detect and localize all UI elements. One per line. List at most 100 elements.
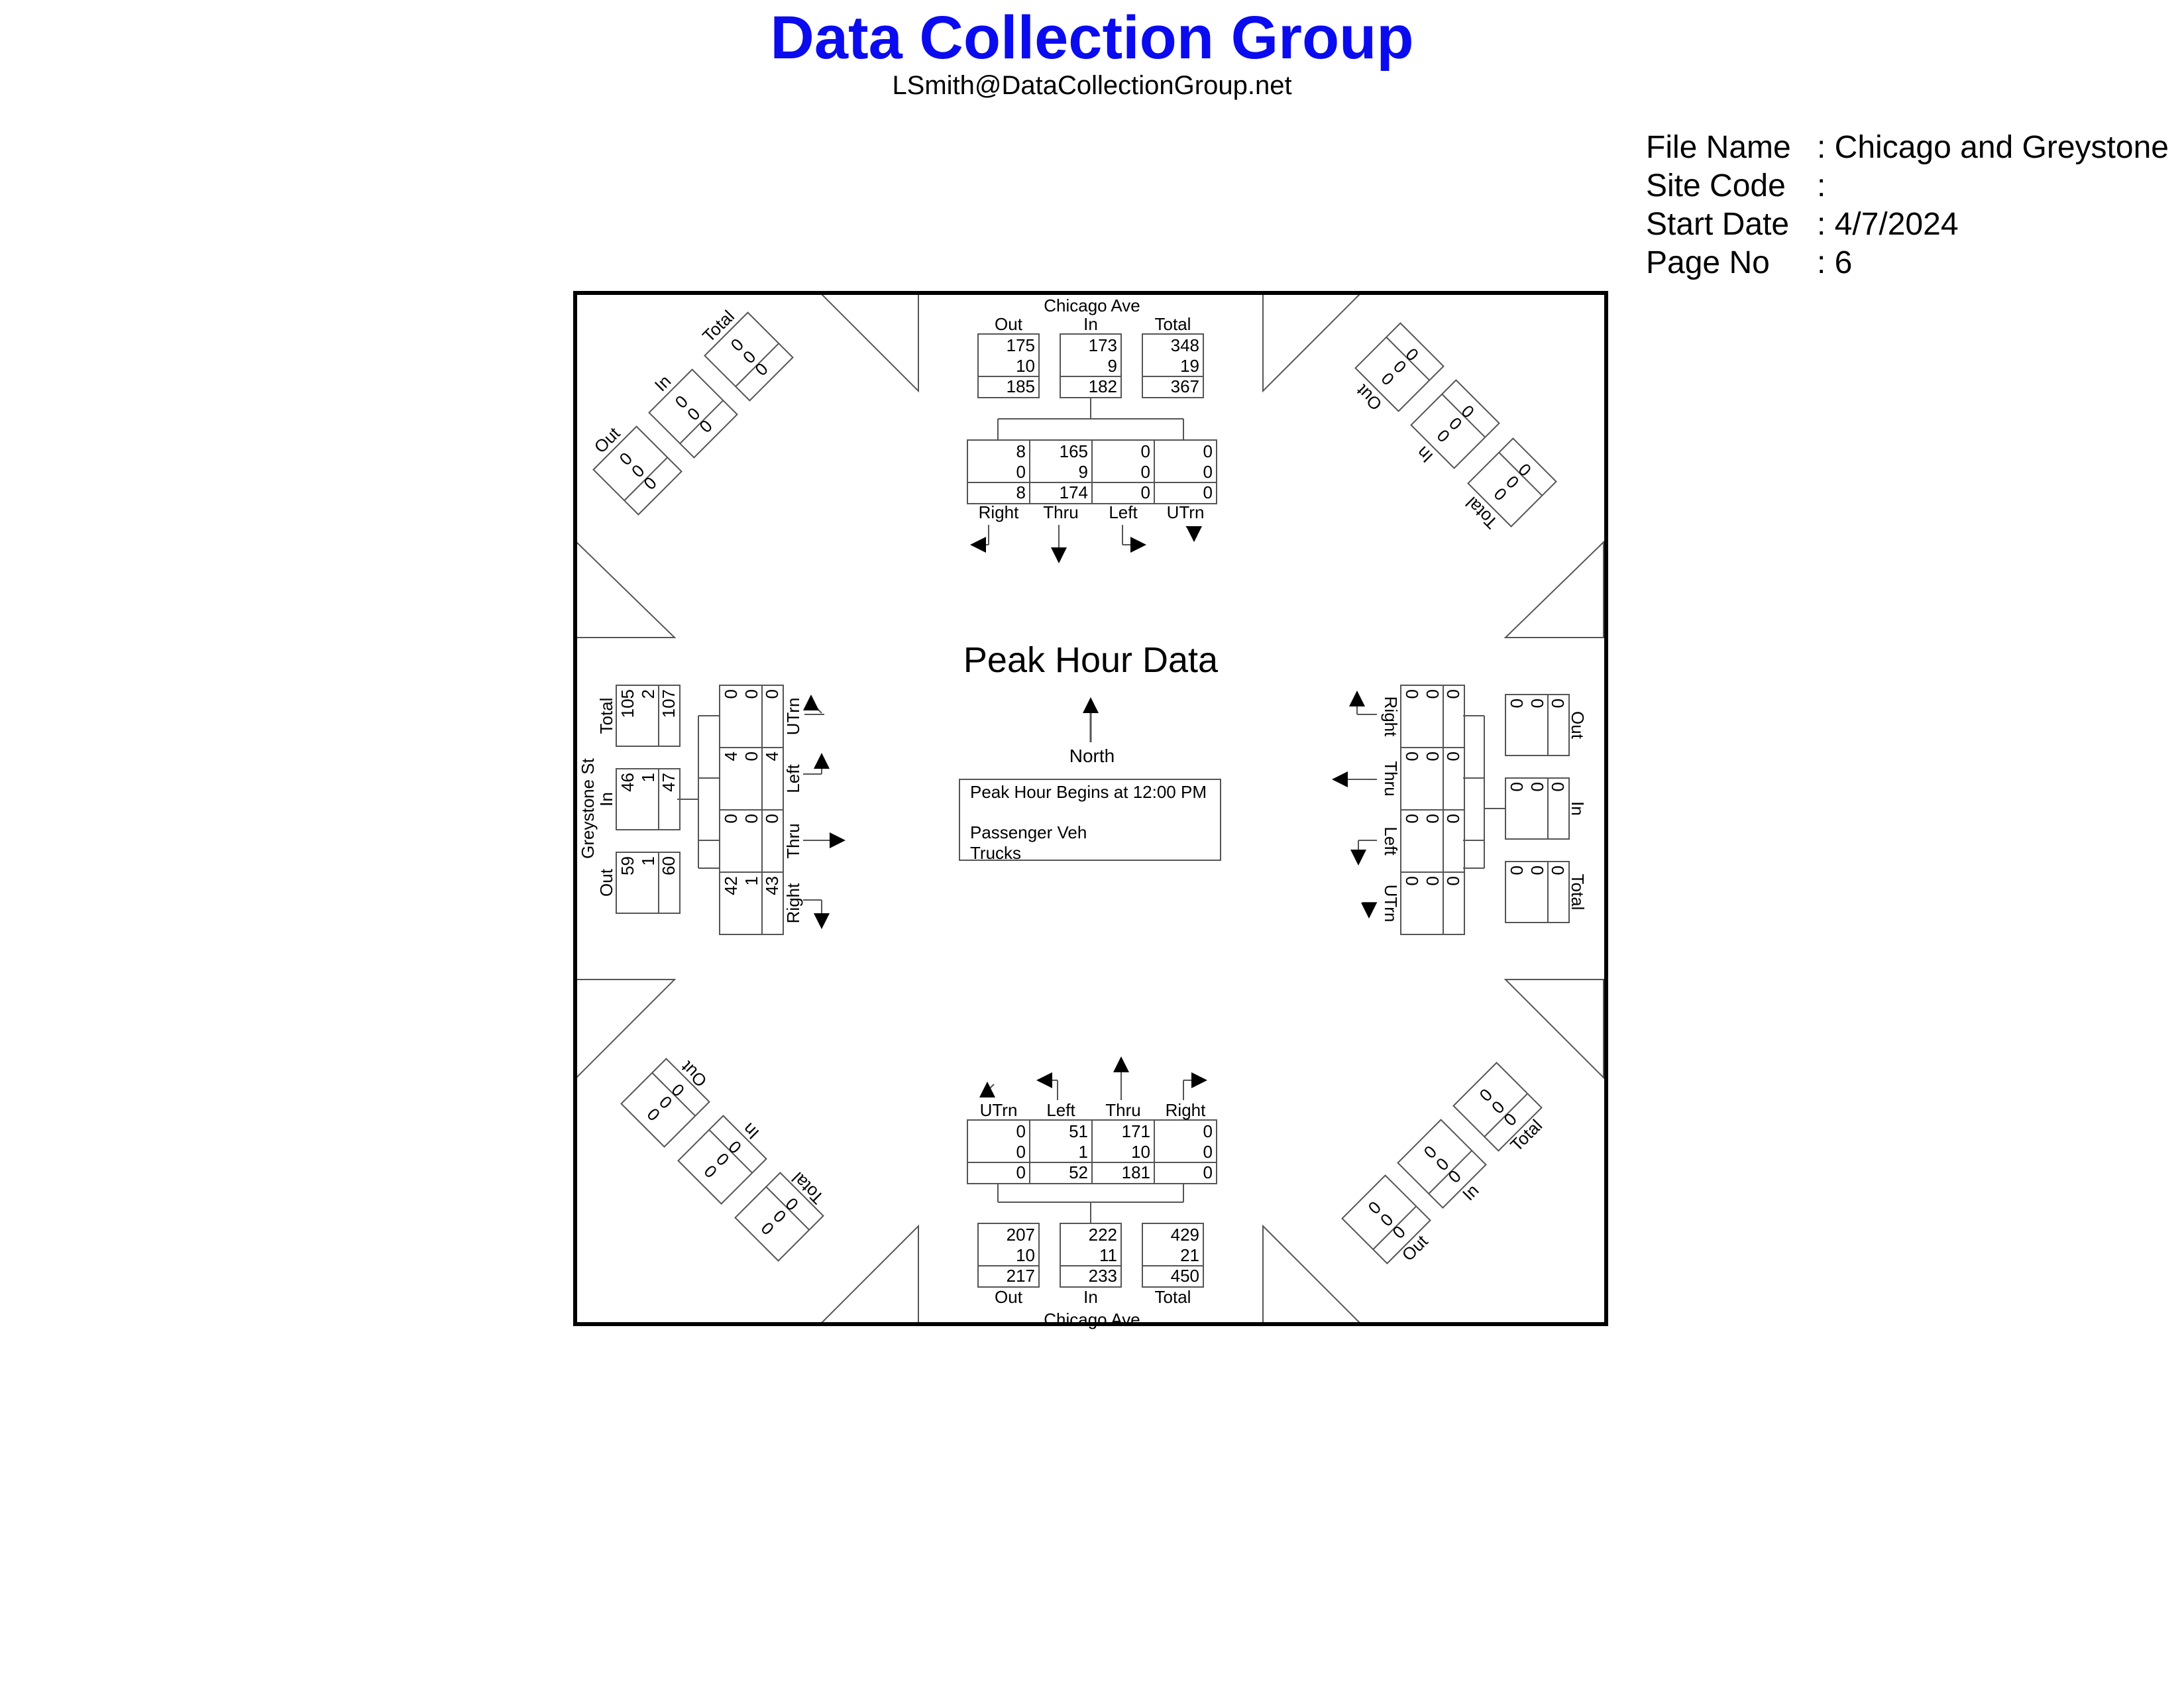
cell-value: 1 <box>638 773 658 782</box>
cell-value: 175 <box>1007 335 1035 355</box>
arrowhead <box>1051 547 1067 563</box>
legend-trucks: Trucks <box>970 843 1021 863</box>
cell-frame <box>1341 1174 1431 1264</box>
cell-value: 0 <box>741 689 761 699</box>
cell-value: 0 <box>1203 482 1213 502</box>
cell-value: 0 <box>1141 462 1150 482</box>
arrowhead <box>830 832 846 848</box>
east-movement-arrows <box>1332 691 1377 919</box>
cell-value: 450 <box>1171 1266 1199 1286</box>
cell-value: 19 <box>1180 356 1199 376</box>
movement-right: 000 <box>1154 1119 1217 1184</box>
arrowhead <box>814 913 830 929</box>
cell-value: 1 <box>741 876 761 885</box>
cell-value: 0 <box>1548 782 1568 791</box>
cell-value: 217 <box>1007 1266 1035 1286</box>
arrowhead <box>1083 697 1099 713</box>
cell-frame <box>1505 861 1570 923</box>
cell-value: 11 <box>1099 1245 1117 1265</box>
diagram-title: Peak Hour Data <box>963 640 1219 680</box>
cell-value: 165 <box>1060 441 1088 461</box>
cell-value: 9 <box>1079 462 1088 482</box>
report-title: Data Collection Group <box>770 4 1414 72</box>
cell-frame <box>977 1223 1040 1288</box>
street-name: Chicago Ave <box>1044 296 1140 315</box>
cell-frame <box>1142 333 1204 398</box>
summary-label: Out <box>995 1287 1023 1307</box>
cell-value: 47 <box>659 773 679 792</box>
cell-value: 0 <box>1423 689 1443 699</box>
summary-label: Total <box>1568 874 1588 911</box>
summary-label: Total <box>596 698 616 734</box>
movement-label: Thru <box>783 823 803 858</box>
cell-value: 0 <box>1527 782 1547 791</box>
movement-label: Thru <box>1043 502 1078 522</box>
arrowhead <box>979 1082 995 1097</box>
cell-frame <box>719 871 784 935</box>
cell-value: 0 <box>741 752 761 761</box>
cell-value: 0 <box>1507 782 1527 791</box>
cell-frame <box>1410 379 1500 469</box>
corner-label-wrap: In <box>739 1119 763 1144</box>
cell-value: 0 <box>1141 482 1150 502</box>
cell-value: 10 <box>1131 1142 1150 1162</box>
summary-label: Out <box>1568 711 1588 740</box>
west-movement-arrows <box>803 695 846 929</box>
south-leg: 20710217Out22211233In42921450TotalChicag… <box>967 1100 1217 1329</box>
cell-value: 0 <box>1203 1142 1213 1162</box>
cell-value: 4 <box>762 752 782 761</box>
cell-value: 0 <box>1402 876 1422 885</box>
cell-value: 0 <box>1548 699 1568 708</box>
start-date-label: Start Date <box>1646 207 1790 242</box>
cell-frame <box>1154 439 1217 504</box>
file-name-value: : Chicago and Greystone <box>1817 130 2169 165</box>
cell-value: 0 <box>1402 752 1422 761</box>
summary-label: In <box>596 792 616 807</box>
cell-value: 0 <box>1507 866 1527 875</box>
arrowhead <box>970 537 986 553</box>
site-code-label: Site Code <box>1646 168 1786 203</box>
cell-frame <box>592 425 682 516</box>
cell-value: 173 <box>1089 335 1117 355</box>
summary-label: Total <box>1155 314 1191 334</box>
start-date-value: : 4/7/2024 <box>1817 207 1959 242</box>
legend-frame <box>959 779 1221 861</box>
cell-frame <box>677 1115 767 1205</box>
cell-frame <box>704 311 794 402</box>
cell-value: 0 <box>1203 1121 1213 1141</box>
cell-value: 0 <box>1443 689 1463 699</box>
cell-value: 0 <box>751 359 771 379</box>
arrowhead <box>1036 1072 1052 1088</box>
cell-value: 10 <box>1016 1245 1035 1265</box>
movement-label: Right <box>1166 1100 1206 1120</box>
cell-value: 182 <box>1089 376 1117 396</box>
cell-frame <box>1467 437 1557 528</box>
cell-value: 0 <box>1401 344 1422 364</box>
cell-value: 0 <box>1141 441 1150 461</box>
cell-frame <box>1400 871 1465 935</box>
corner-label-wrap: In <box>651 371 675 396</box>
connector-line <box>1372 1205 1417 1250</box>
connector-line <box>651 1072 696 1117</box>
summary-label: Total <box>1155 1287 1191 1307</box>
cell-value: 1 <box>638 856 658 866</box>
arrowhead <box>1186 526 1202 542</box>
connector-line <box>1386 337 1430 381</box>
street-name: Chicago Ave <box>1044 1310 1140 1329</box>
cell-value: 107 <box>659 689 679 718</box>
cell-value: 46 <box>618 773 637 792</box>
cell-frame <box>1505 694 1570 756</box>
